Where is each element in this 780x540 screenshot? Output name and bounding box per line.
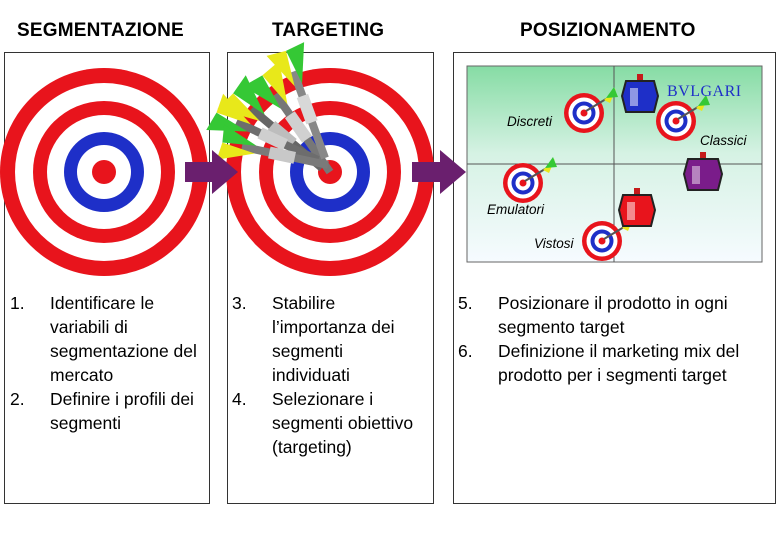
brand-label: BVLGARI	[667, 83, 742, 100]
step-number: 6.	[458, 341, 473, 361]
perfume-bottle-icon	[617, 188, 657, 227]
arrow-icon	[185, 150, 238, 194]
step-text: Posizionare il prodotto in ogni segmento…	[498, 293, 728, 337]
step-number: 4.	[232, 389, 247, 409]
step-number: 5.	[458, 293, 473, 313]
step-text: Definire i profili dei segmenti	[50, 389, 194, 433]
segment-label-emulatori: Emulatori	[487, 202, 545, 217]
step-item: 4. Selezionare i segmenti obiettivo (tar…	[232, 387, 422, 459]
step-item: 6. Definizione il marketing mix del prod…	[458, 339, 770, 387]
header-targeting: TARGETING	[272, 20, 385, 41]
perfume-bottle-icon	[620, 74, 660, 113]
steps-list-posizionamento: 5. Posizionare il prodotto in ogni segme…	[458, 291, 770, 387]
step-item: 2. Definire i profili dei segmenti	[10, 387, 205, 435]
segment-label-discreti: Discreti	[507, 114, 553, 129]
segment-label-vistosi: Vistosi	[534, 236, 574, 251]
segment-label-classici: Classici	[700, 133, 747, 148]
header-posizionamento: POSIZIONAMENTO	[520, 20, 696, 41]
arrow-icon	[412, 150, 466, 194]
perfume-bottle-icon	[682, 152, 724, 191]
step-item: 3. Stabilire l’importanza dei segmenti i…	[232, 291, 422, 387]
step-text: Definizione il marketing mix del prodott…	[498, 341, 740, 385]
header-segmentazione: SEGMENTAZIONE	[17, 20, 184, 41]
step-item: 1. Identificare le variabili di segmenta…	[10, 291, 205, 387]
step-number: 3.	[232, 293, 247, 313]
steps-list-targeting: 3. Stabilire l’importanza dei segmenti i…	[232, 291, 422, 459]
step-number: 2.	[10, 389, 25, 409]
target-icon	[0, 68, 208, 276]
step-item: 5. Posizionare il prodotto in ogni segme…	[458, 291, 770, 339]
steps-list-segmentazione: 1. Identificare le variabili di segmenta…	[10, 291, 205, 435]
darts-icon	[206, 42, 334, 175]
step-number: 1.	[10, 293, 25, 313]
step-text: Identificare le variabili di segmentazio…	[50, 293, 197, 385]
step-text: Stabilire l’importanza dei segmenti indi…	[272, 293, 395, 385]
step-text: Selezionare i segmenti obiettivo (target…	[272, 389, 414, 457]
